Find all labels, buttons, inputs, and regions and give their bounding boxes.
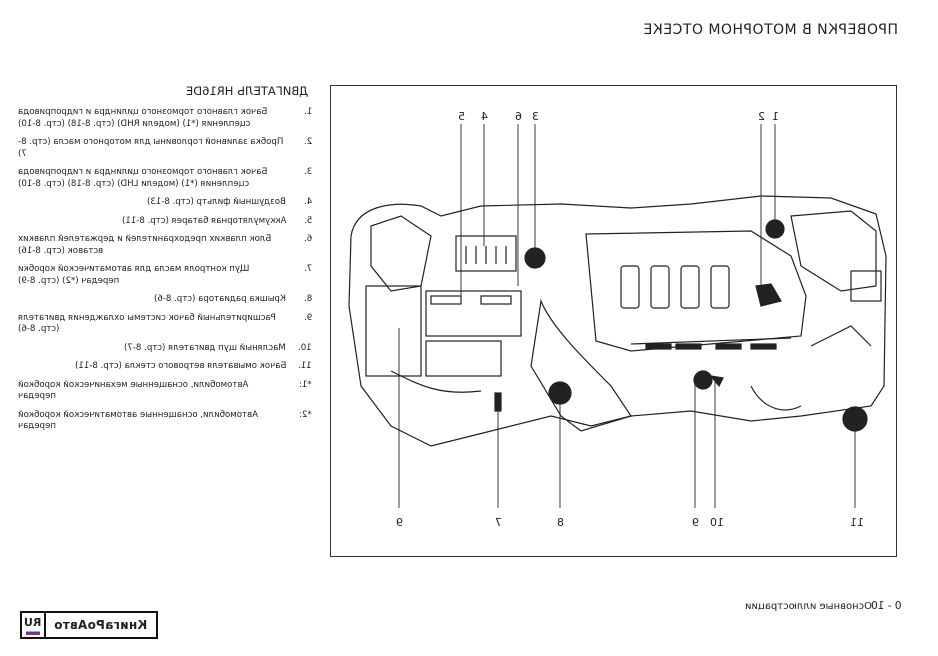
parts-list: Бачок главного тормозного цилиндра и гид… [18,107,312,440]
page-header-title: ПРОВЕРКИ В МОТОРНОМ ОТСЕКЕ [643,22,898,38]
engine-diagram-frame: 1 2 3 4 5 6 9 7 8 9 10 11 [330,85,897,557]
list-item: Масляный щуп двигателя (стр. 8-7)10. [124,342,312,353]
callout-2: 2 [758,110,765,123]
callout-7: 7 [495,516,502,529]
list-item: Блок плавких предохранителей и держателе… [18,234,312,256]
watermark-logo: RU КнигаРоАвто [20,611,158,639]
footer-section-label: Основные иллюстрации [745,601,872,612]
callout-9b: 9 [692,516,699,529]
list-item: Расширительный бачок системы охлаждения … [18,312,312,335]
footer-page-number: 0 - 10 [871,600,902,612]
list-item: Автомобили, оснащенные автоматической ко… [18,409,312,432]
callout-4: 4 [481,110,488,123]
list-item: Автомобили, оснащенные механической коро… [18,379,312,402]
callout-10: 10 [710,516,724,529]
ru-badge: RU [22,613,46,637]
section-title: ДВИГАТЕЛЬ HR16DE [185,84,308,98]
engine-bay-illustration: 1 2 3 4 5 6 9 7 8 9 10 11 [348,110,887,529]
callout-5: 5 [458,110,465,123]
logo-brand: КнигаРоАвто [54,618,148,632]
flag-icon [26,629,40,635]
list-item: Бачок омывателя ветрового стекла (стр. 8… [74,361,312,371]
list-item: Крышка радиатора (стр. 8-6)8. [153,294,312,304]
callout-1: 1 [772,110,779,123]
list-item: Бачок главного тормозного цилиндра и гид… [18,107,312,129]
callout-11: 11 [850,516,864,529]
callout-3: 3 [532,110,539,123]
list-item: Бачок главного тормозного цилиндра и гид… [18,167,312,189]
list-item: Воздушный фильтр (стр. 8-13)4. [147,197,312,207]
list-item: Пробка заливной горловины для моторного … [18,137,312,159]
list-item: Аккумуляторная батарея (стр. 8-11)5. [121,215,312,226]
callout-9: 9 [396,516,403,529]
callout-8: 8 [557,516,564,529]
callout-6: 6 [515,110,522,123]
list-item: Щуп контроля масла для автоматической ко… [18,264,312,286]
